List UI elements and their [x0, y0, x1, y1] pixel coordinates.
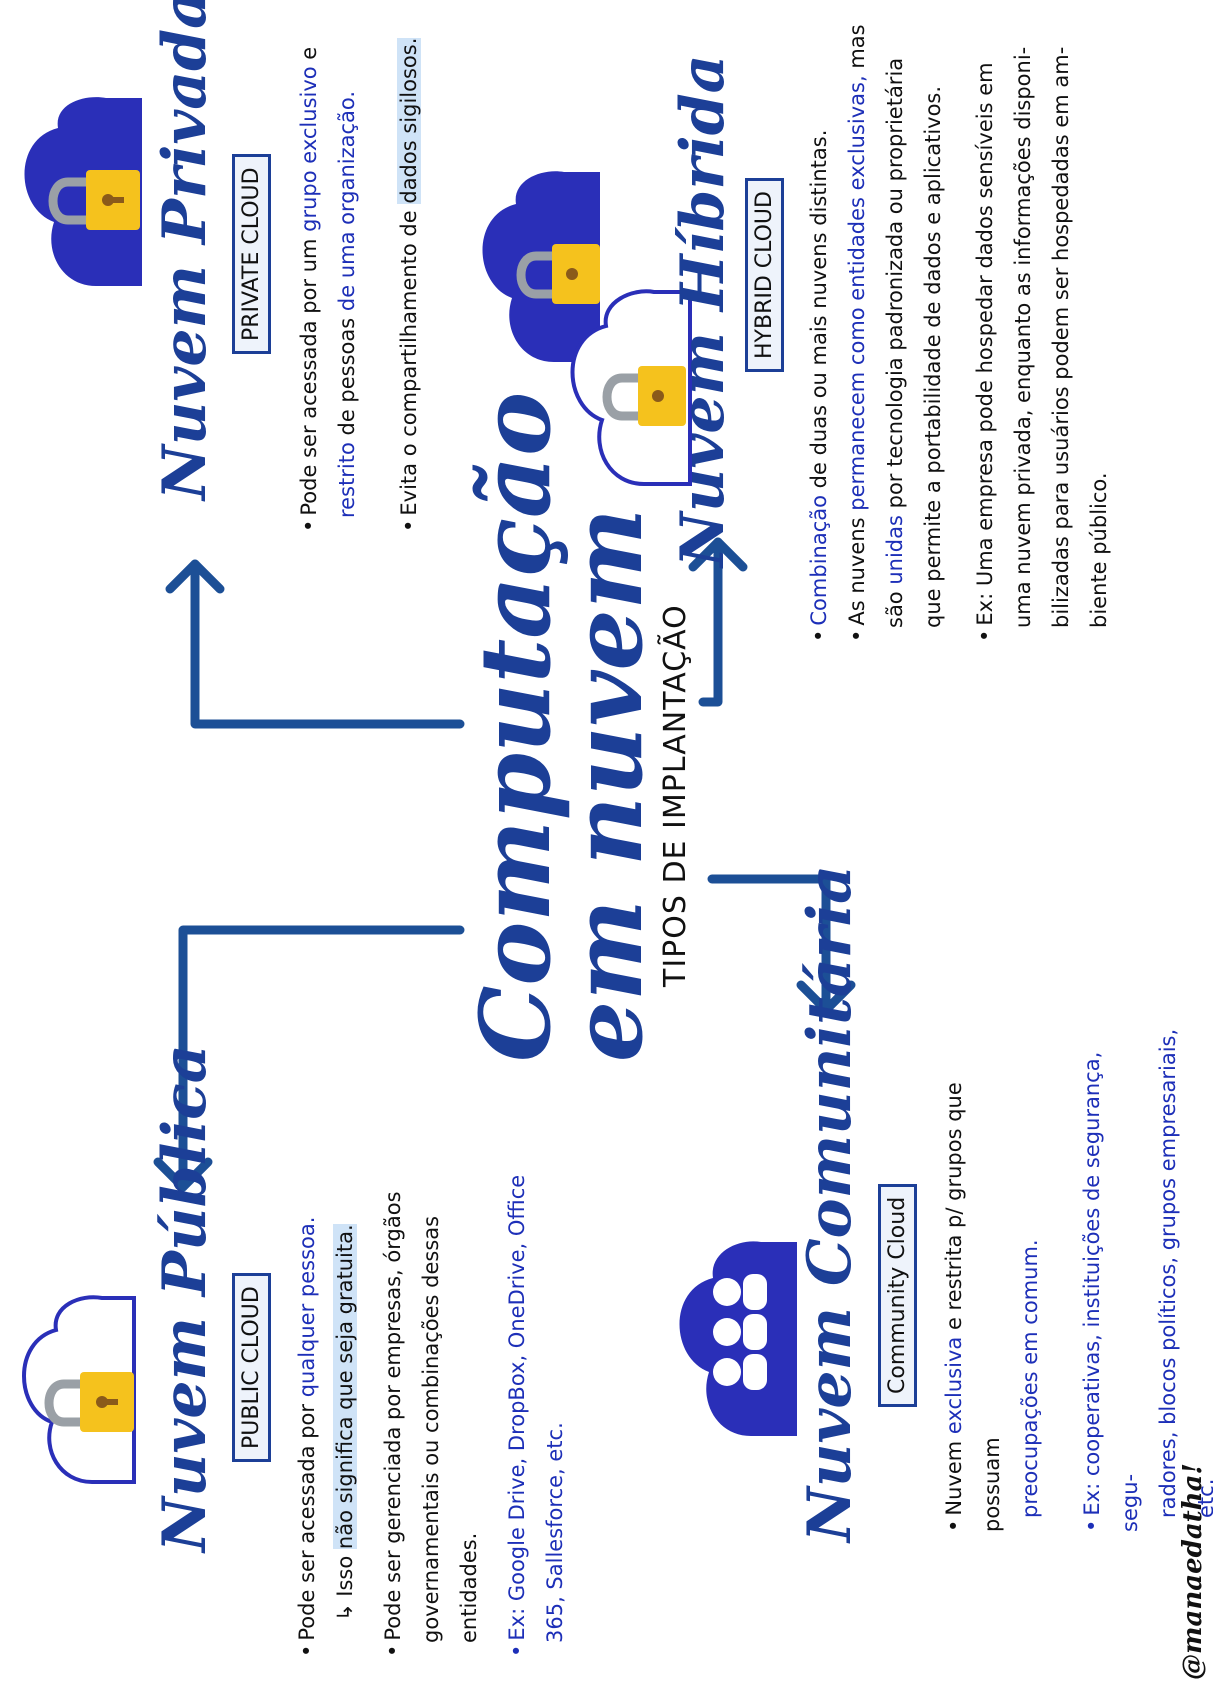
public-bullet-2-line3: entidades. — [457, 1532, 481, 1643]
hybrid-b2-pre: As nuvens — [845, 510, 869, 626]
arrow-head-hibrida — [688, 537, 748, 572]
private-bullet-1-line2: restrito de pessoas de uma organização. — [328, 12, 366, 532]
private-b1-highlight: grupo exclusivo — [297, 66, 321, 232]
section-title-privada: Nuvem Privada — [150, 0, 220, 500]
private-b1-post: e — [297, 46, 321, 67]
private-b1-l2-mid: de pessoas — [335, 311, 359, 443]
private-bullet-2: Evita o compartilhamento de dados sigilo… — [390, 12, 428, 532]
hybrid-text-block: Combinação de duas ou mais nuvens distin… — [800, 2, 1118, 642]
page-subtitle: TIPOS DE IMPLANTAÇÃO — [658, 604, 693, 987]
arrow-to-comunitaria — [707, 874, 831, 1015]
hybrid-b1-text: de duas ou mais nuvens distintas. — [807, 129, 831, 496]
arrow-to-privada — [190, 559, 465, 729]
hybrid-cloud-icon — [482, 171, 692, 486]
hybrid-bullet-2-line2: são unidas por tecnologia padronizada ou… — [876, 2, 914, 642]
public-example-line1: Ex: Google Drive, DropBox, OneDrive, Off… — [498, 1097, 536, 1657]
padlock-icon — [602, 366, 686, 426]
arrow-to-publica — [178, 925, 465, 1192]
padlock-icon — [48, 170, 140, 230]
community-bullet-1: Nuvem exclusiva e restrita p/ grupos que… — [935, 1002, 1011, 1532]
public-text-block: Pode ser acessada por qualquer pessoa. ↳… — [288, 1097, 574, 1657]
people-icon — [713, 1274, 767, 1390]
community-text-block: Nuvem exclusiva e restrita p/ grupos que… — [935, 1002, 1213, 1532]
public-b1-text: Pode ser acessada por — [295, 1397, 319, 1641]
return-arrow-icon: ↳ — [333, 1596, 357, 1621]
community-b1-text: Nuvem — [942, 1434, 966, 1516]
community-bullet-1-line2: preocupações em comum. — [1018, 1239, 1042, 1518]
hybrid-b2-post: mas — [845, 24, 869, 76]
public-bullet-2: Pode ser gerenciada por empresas, órgãos — [374, 1097, 412, 1657]
section-title-publica: Nuvem Pública — [150, 1044, 220, 1552]
community-b1-highlight: exclusiva — [942, 1336, 966, 1435]
public-b1-sub-text: Isso — [333, 1549, 357, 1597]
hybrid-b2-l2-highlight: unidas — [883, 515, 907, 585]
padlock-icon — [44, 1372, 134, 1432]
private-text-block: Pode ser acessada por um grupo exclusivo… — [290, 12, 428, 532]
public-bullet-2-line2: governamentais ou combinações dessas — [419, 1215, 443, 1643]
hybrid-example-line2: uma nuvem privada, enquanto as informaçõ… — [1011, 46, 1035, 628]
section-title-hibrida: Nuvem Híbrida — [668, 54, 738, 567]
private-cloud-icon — [24, 97, 142, 286]
arrow-head-publica — [153, 1157, 213, 1192]
community-example-line1: Ex: cooperativas, instituições de segura… — [1073, 1002, 1149, 1532]
hybrid-b2-l2-post: por tecnologia padronizada ou proprietár… — [883, 57, 907, 516]
hybrid-bullet-2-line3: que permite a portabilidade de dados e a… — [921, 85, 945, 628]
section-title-comunitaria: Nuvem Comunitária — [795, 864, 865, 1542]
private-b2-text: Evita o compartilhamento de — [397, 203, 421, 516]
hybrid-bullet-1: Combinação de duas ou mais nuvens distin… — [800, 2, 838, 642]
public-bullet-1-sub: ↳ Isso não significa que seja gratuita. — [326, 1097, 364, 1657]
tag-hybrid-cloud: HYBRID CLOUD — [745, 178, 784, 372]
public-bullet-1: Pode ser acessada por qualquer pessoa. — [288, 1097, 326, 1657]
hybrid-example-line4: biente público. — [1087, 472, 1111, 628]
private-b1-l2-highlight1: restrito — [335, 442, 359, 518]
arrow-to-hibrida — [698, 537, 723, 707]
arrow-head-comunitaria — [796, 980, 856, 1015]
hybrid-example-line3: bilizadas para usuários podem ser hosped… — [1049, 46, 1073, 628]
community-example-line2: radores, blocos políticos, grupos empres… — [1156, 1028, 1213, 1518]
public-example-line2: 365, Sallesforce, etc. — [543, 1422, 567, 1643]
tag-private-cloud: PRIVATE CLOUD — [232, 154, 271, 354]
hybrid-b2-l2-pre: são — [883, 584, 907, 628]
padlock-icon — [516, 244, 600, 304]
public-b1-highlight: qualquer pessoa. — [295, 1216, 319, 1398]
page-title: Computação em nuvem — [459, 391, 664, 1062]
private-b1-text: Pode ser acessada por um — [297, 231, 321, 516]
community-cloud-icon — [679, 1241, 797, 1436]
hybrid-example-line1: Ex: Uma empresa pode hospedar dados sens… — [966, 2, 1004, 642]
tag-public-cloud: PUBLIC CLOUD — [232, 1273, 271, 1462]
hybrid-b1-highlight: Combinação — [807, 495, 831, 626]
private-b1-l2-highlight2: de uma organização. — [335, 90, 359, 312]
private-b2-highlight: dados sigilosos. — [397, 37, 421, 204]
arrow-head-privada — [165, 559, 225, 594]
hybrid-b2-highlight: permanecem como entidades exclusivas, — [845, 75, 869, 511]
page-title-line1: Computação — [459, 391, 572, 1062]
page-title-line2: em nuvem — [551, 507, 664, 1062]
public-cloud-icon — [22, 1295, 136, 1484]
private-bullet-1: Pode ser acessada por um grupo exclusivo… — [290, 12, 328, 532]
author-credit: @manaedatha! — [1178, 1463, 1208, 1680]
hybrid-bullet-2: As nuvens permanecem como entidades excl… — [838, 2, 876, 642]
tag-community-cloud: Community Cloud — [878, 1183, 917, 1407]
public-b1-sub-highlight: não significa que seja gratuita. — [333, 1224, 357, 1550]
